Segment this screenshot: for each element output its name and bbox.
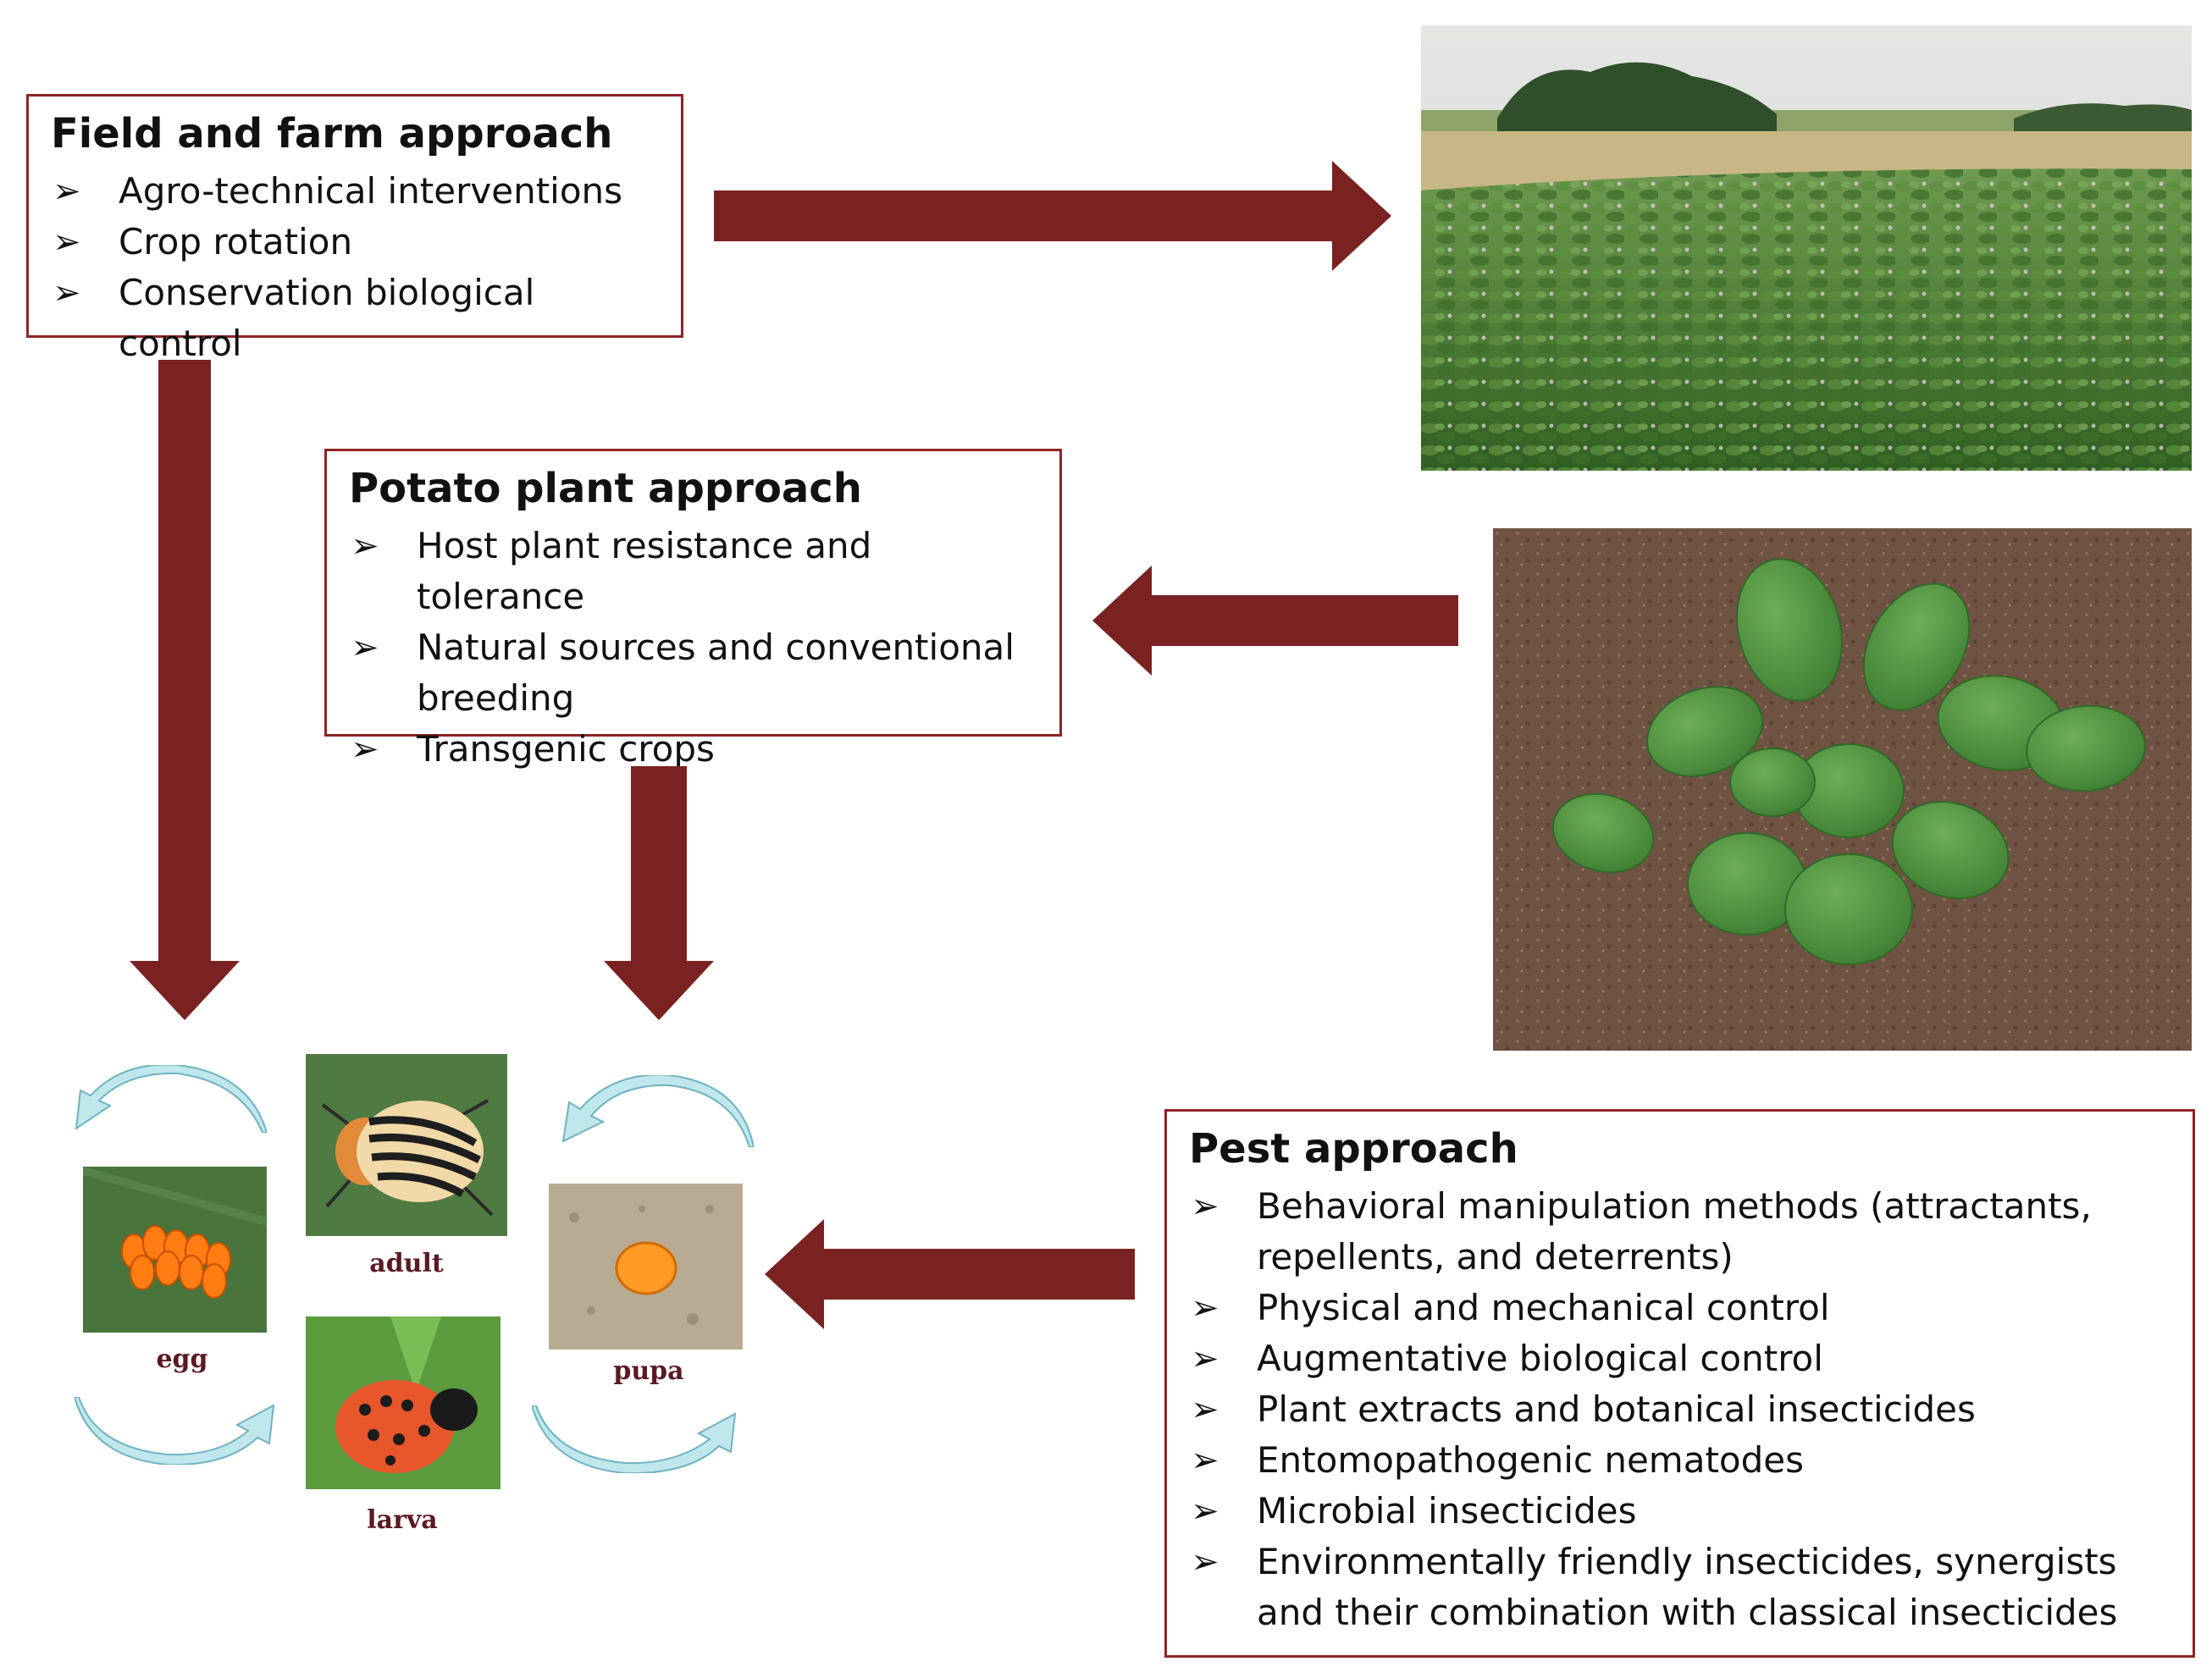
list-item: ➢Conservation biological control	[51, 268, 662, 369]
arrowhead-bullet-icon: ➢	[1191, 1543, 1219, 1581]
adult-beetle-illustration	[306, 1054, 507, 1236]
list-item: ➢Behavioral manipulation methods (attrac…	[1189, 1181, 2174, 1283]
potato-plant-title: Potato plant approach	[349, 465, 862, 512]
field-farm-approach-box: Field and farm approach ➢Agro-technical …	[26, 94, 683, 364]
list-item: ➢Natural sources and conventional breedi…	[349, 622, 1041, 724]
potato-plant-photo	[1493, 528, 2192, 1051]
potato-field-photo	[1421, 25, 2192, 471]
arrow-left-from-pest-box	[765, 1219, 1135, 1329]
egg-cluster-illustration	[83, 1167, 267, 1333]
arrowhead-bullet-icon: ➢	[53, 172, 81, 211]
arrowhead-bullet-icon: ➢	[1191, 1339, 1219, 1378]
potato-plant-list: ➢Host plant resistance and tolerance ➢Na…	[349, 521, 1041, 775]
list-item: ➢Plant extracts and botanical insecticid…	[1189, 1384, 2174, 1435]
arrowhead-bullet-icon: ➢	[1191, 1492, 1219, 1531]
arrow-right-to-field-photo	[714, 161, 1391, 271]
potato-field-illustration	[1421, 25, 2192, 471]
egg-photo	[83, 1167, 267, 1333]
pupa-illustration	[549, 1184, 743, 1350]
pest-approach-list: ➢Behavioral manipulation methods (attrac…	[1189, 1181, 2174, 1638]
stage-label-larva: larva	[367, 1505, 438, 1535]
field-farm-list: ➢Agro-technical interventions ➢Crop rota…	[51, 166, 662, 369]
stage-label-egg: egg	[156, 1344, 208, 1374]
potato-plant-illustration	[1493, 528, 2192, 1051]
arrow-left-from-plant-photo	[1092, 566, 1458, 676]
cycle-arrow-adult-to-pupa	[561, 1075, 754, 1147]
list-item: ➢Microbial insecticides	[1189, 1486, 2174, 1537]
larva-illustration	[306, 1316, 500, 1489]
arrowhead-bullet-icon: ➢	[351, 628, 379, 667]
arrowhead-bullet-icon: ➢	[53, 273, 81, 312]
cycle-arrow-larva-to-egg	[75, 1397, 275, 1465]
pest-approach-title: Pest approach	[1189, 1125, 1518, 1173]
adult-beetle-photo	[306, 1054, 507, 1236]
stage-label-adult: adult	[369, 1249, 444, 1278]
stage-label-pupa: pupa	[613, 1356, 684, 1386]
arrow-down-from-plant-box	[604, 766, 714, 1020]
arrowhead-bullet-icon: ➢	[1191, 1390, 1219, 1429]
arrowhead-bullet-icon: ➢	[1191, 1289, 1219, 1327]
arrowhead-bullet-icon: ➢	[53, 223, 81, 262]
list-item: ➢Physical and mechanical control	[1189, 1283, 2174, 1333]
arrowhead-bullet-icon: ➢	[1191, 1441, 1219, 1480]
cycle-arrow-pupa-to-larva	[532, 1405, 737, 1473]
cycle-arrow-egg-to-adult	[75, 1065, 267, 1133]
list-item: ➢Agro-technical interventions	[51, 166, 662, 217]
field-farm-title: Field and farm approach	[51, 110, 613, 157]
potato-plant-approach-box: Potato plant approach ➢Host plant resist…	[324, 449, 1062, 770]
pest-approach-box: Pest approach ➢Behavioral manipulation m…	[1164, 1109, 2195, 1658]
list-item: ➢Crop rotation	[51, 217, 662, 268]
arrow-down-from-field-box	[130, 360, 240, 1020]
list-item: ➢Host plant resistance and tolerance	[349, 521, 1041, 622]
arrowhead-bullet-icon: ➢	[1191, 1187, 1219, 1226]
arrowhead-bullet-icon: ➢	[351, 527, 379, 566]
arrowhead-bullet-icon: ➢	[351, 730, 379, 769]
larva-photo	[306, 1316, 500, 1489]
list-item: ➢Entomopathogenic nematodes	[1189, 1435, 2174, 1486]
pupa-photo	[549, 1184, 743, 1350]
list-item: ➢Augmentative biological control	[1189, 1333, 2174, 1384]
list-item: ➢Transgenic crops	[349, 724, 1041, 775]
list-item: ➢Environmentally friendly insecticides, …	[1189, 1537, 2174, 1638]
